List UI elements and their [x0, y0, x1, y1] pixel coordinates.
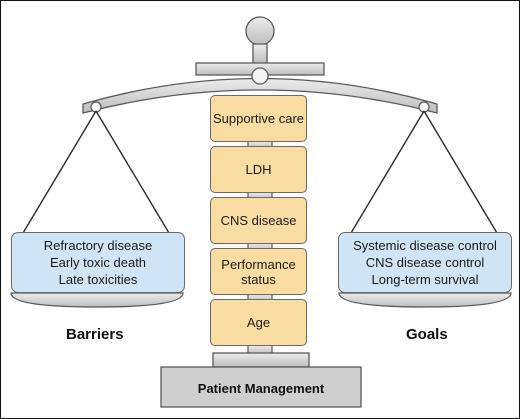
left-pan [10, 292, 184, 308]
goal-item: Systemic disease control [353, 238, 497, 253]
pan-strings [22, 110, 498, 234]
knob-neck [252, 43, 268, 65]
barriers-box: Refractory disease Early toxic death Lat… [11, 232, 185, 293]
left-hook [90, 101, 102, 113]
goal-item: CNS disease control [365, 255, 485, 270]
barrier-item: Refractory disease [43, 238, 153, 253]
barrier-item: Late toxicities [58, 272, 138, 287]
goal-item: Long-term survival [371, 272, 479, 287]
factor-ldh: LDH [210, 146, 307, 193]
base-collar [212, 352, 310, 368]
balance-beam [82, 77, 438, 114]
factor-cns-disease: CNS disease [210, 197, 307, 244]
right-pan [338, 292, 512, 308]
base-block [160, 366, 362, 408]
right-hook [418, 101, 430, 113]
barrier-item: Early toxic death [49, 255, 147, 270]
patient-management-label: Patient Management [197, 380, 325, 396]
top-knob [245, 16, 275, 46]
factor-performance-status: Performance status [210, 248, 307, 295]
goals-box: Systemic disease control CNS disease con… [338, 232, 512, 293]
factor-age: Age [210, 299, 307, 346]
factor-supportive-care: Supportive care [210, 95, 307, 142]
goals-label: Goals [406, 326, 448, 343]
pivot-circle [251, 67, 269, 85]
barriers-label: Barriers [66, 326, 124, 343]
